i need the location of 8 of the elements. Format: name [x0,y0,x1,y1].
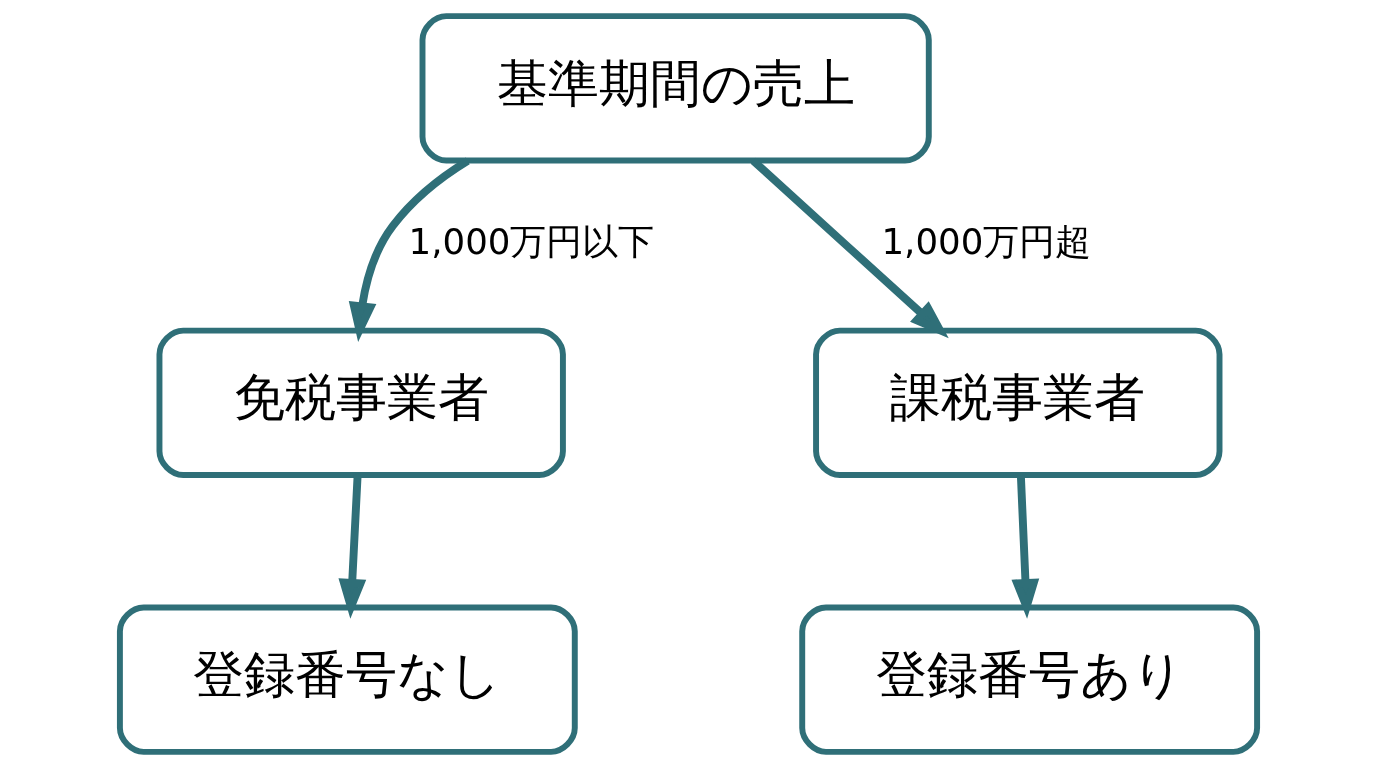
edge-label: 1,000万円以下 [408,221,654,263]
node-box: 登録番号なし [116,604,578,755]
node-box: 課税事業者 [812,327,1222,478]
node-box: 基準期間の売上 [419,13,932,164]
node-box: 免税事業者 [156,327,566,478]
node-box: 登録番号あり [798,604,1260,755]
edge-label: 1,000万円超 [880,221,1091,263]
arrow [348,157,470,342]
